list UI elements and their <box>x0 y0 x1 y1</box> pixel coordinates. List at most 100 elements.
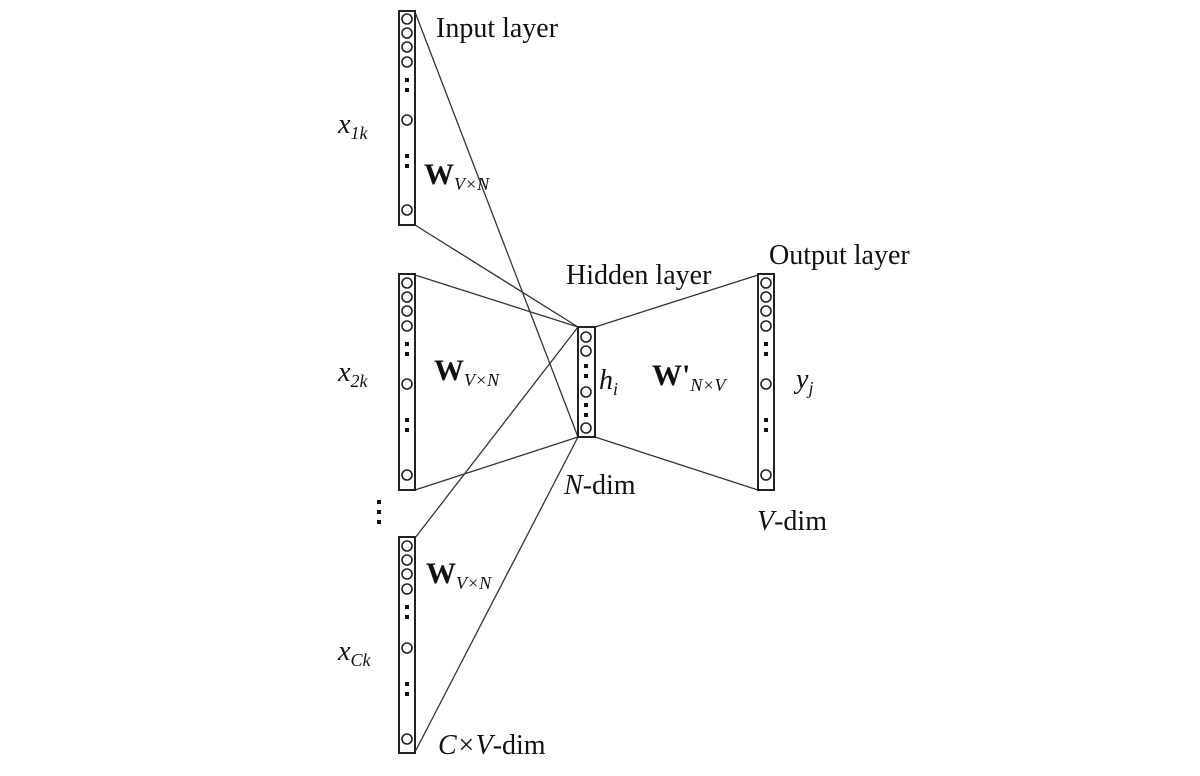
h-var: h <box>599 365 613 396</box>
input-layer-1 <box>398 10 416 226</box>
ellipsis-dot <box>405 682 409 686</box>
h-label: hi <box>599 365 618 399</box>
ellipsis-dot <box>584 364 588 368</box>
ellipsis-dot <box>405 418 409 422</box>
ellipsis-dot <box>584 413 588 417</box>
cv-dim-label: C×V-dim <box>438 730 546 761</box>
ellipsis-dot <box>764 418 768 422</box>
node <box>401 469 413 481</box>
input-layer-2 <box>398 273 416 491</box>
ellipsis-dot <box>377 510 381 514</box>
ellipsis-dot <box>584 403 588 407</box>
ellipsis-dot <box>764 342 768 346</box>
n-dim-label: N-dim <box>563 470 636 501</box>
node <box>580 386 592 398</box>
w-label-1: WV×N <box>424 158 490 194</box>
xck-var: x <box>337 636 351 667</box>
conn-inputc-bottom-hidden-bottom <box>414 436 579 753</box>
node <box>760 378 772 390</box>
node <box>401 13 413 25</box>
x1k-var: x <box>337 109 351 140</box>
cv-prefix: C× <box>438 730 476 761</box>
ellipsis-dot <box>405 88 409 92</box>
w-prime-label: W'N×V <box>652 359 727 395</box>
ellipsis-dot <box>377 500 381 504</box>
vertical-ellipsis <box>377 500 381 524</box>
node <box>401 568 413 580</box>
xck-label: xCk <box>337 636 371 670</box>
x2k-var: x <box>337 357 351 388</box>
cv-rest: -dim <box>493 730 546 761</box>
ellipsis-dot <box>405 164 409 168</box>
y-var: y <box>793 364 809 395</box>
v-dim-var: V <box>757 506 777 537</box>
n-dim-var: N <box>563 470 584 501</box>
y-sub: j <box>806 378 813 398</box>
ellipsis-dot <box>405 342 409 346</box>
ellipsis-dot <box>405 428 409 432</box>
hidden-layer <box>577 326 596 438</box>
conn-hidden-top-output-top <box>594 274 759 328</box>
w-label-2: WV×N <box>434 354 500 390</box>
w-c-var: W <box>426 557 456 590</box>
hidden-layer-box <box>577 326 596 438</box>
node <box>401 277 413 289</box>
conn-hidden-bottom-output-bottom <box>594 436 759 491</box>
conn-input2-bottom-hidden-bottom <box>414 436 579 491</box>
y-label: yj <box>793 364 813 398</box>
conn-input1-bottom-hidden-top <box>414 224 579 328</box>
w-2-var: W <box>434 354 464 387</box>
connections <box>414 11 759 753</box>
input-layer-c <box>398 536 416 754</box>
node <box>760 320 772 332</box>
node <box>760 469 772 481</box>
node <box>401 41 413 53</box>
w-label-c: WV×N <box>426 557 492 593</box>
node <box>401 583 413 595</box>
w-1-sub: V×N <box>454 174 490 194</box>
conn-input2-top-hidden-top <box>414 274 579 328</box>
x2k-sub: 2k <box>350 371 368 391</box>
hidden-layer-label: Hidden layer <box>566 260 712 291</box>
node <box>401 305 413 317</box>
w-2-sub: V×N <box>464 370 500 390</box>
conn-inputc-top-hidden-top <box>414 326 579 539</box>
ellipsis-dot <box>405 615 409 619</box>
node <box>760 305 772 317</box>
node <box>401 56 413 68</box>
output-layer <box>757 273 775 491</box>
ellipsis-dot <box>405 692 409 696</box>
node <box>401 554 413 566</box>
xck-sub: Ck <box>350 650 371 670</box>
ellipsis-dot <box>584 374 588 378</box>
node <box>401 642 413 654</box>
n-dim-rest: -dim <box>583 470 636 501</box>
w-1-var: W <box>424 158 454 191</box>
conn-input1-top-hidden-bottom <box>414 11 579 438</box>
ellipsis-dot <box>405 352 409 356</box>
node <box>401 291 413 303</box>
node <box>401 378 413 390</box>
node <box>580 422 592 434</box>
ellipsis-dot <box>764 352 768 356</box>
w-prime-sub: N×V <box>689 375 727 395</box>
output-layer-label: Output layer <box>769 240 910 271</box>
node <box>760 277 772 289</box>
input-layer-label: Input layer <box>436 13 559 44</box>
v-dim-label: V-dim <box>757 506 827 537</box>
w-prime-var: W' <box>652 359 690 392</box>
node <box>760 291 772 303</box>
h-sub: i <box>613 379 618 399</box>
ellipsis-dot <box>764 428 768 432</box>
node <box>401 320 413 332</box>
node <box>401 540 413 552</box>
cv-var: V <box>476 730 496 761</box>
x2k-label: x2k <box>337 357 368 391</box>
ellipsis-dot <box>405 605 409 609</box>
node <box>401 114 413 126</box>
ellipsis-dot <box>405 154 409 158</box>
node <box>401 733 413 745</box>
ellipsis-dot <box>405 78 409 82</box>
node <box>580 331 592 343</box>
